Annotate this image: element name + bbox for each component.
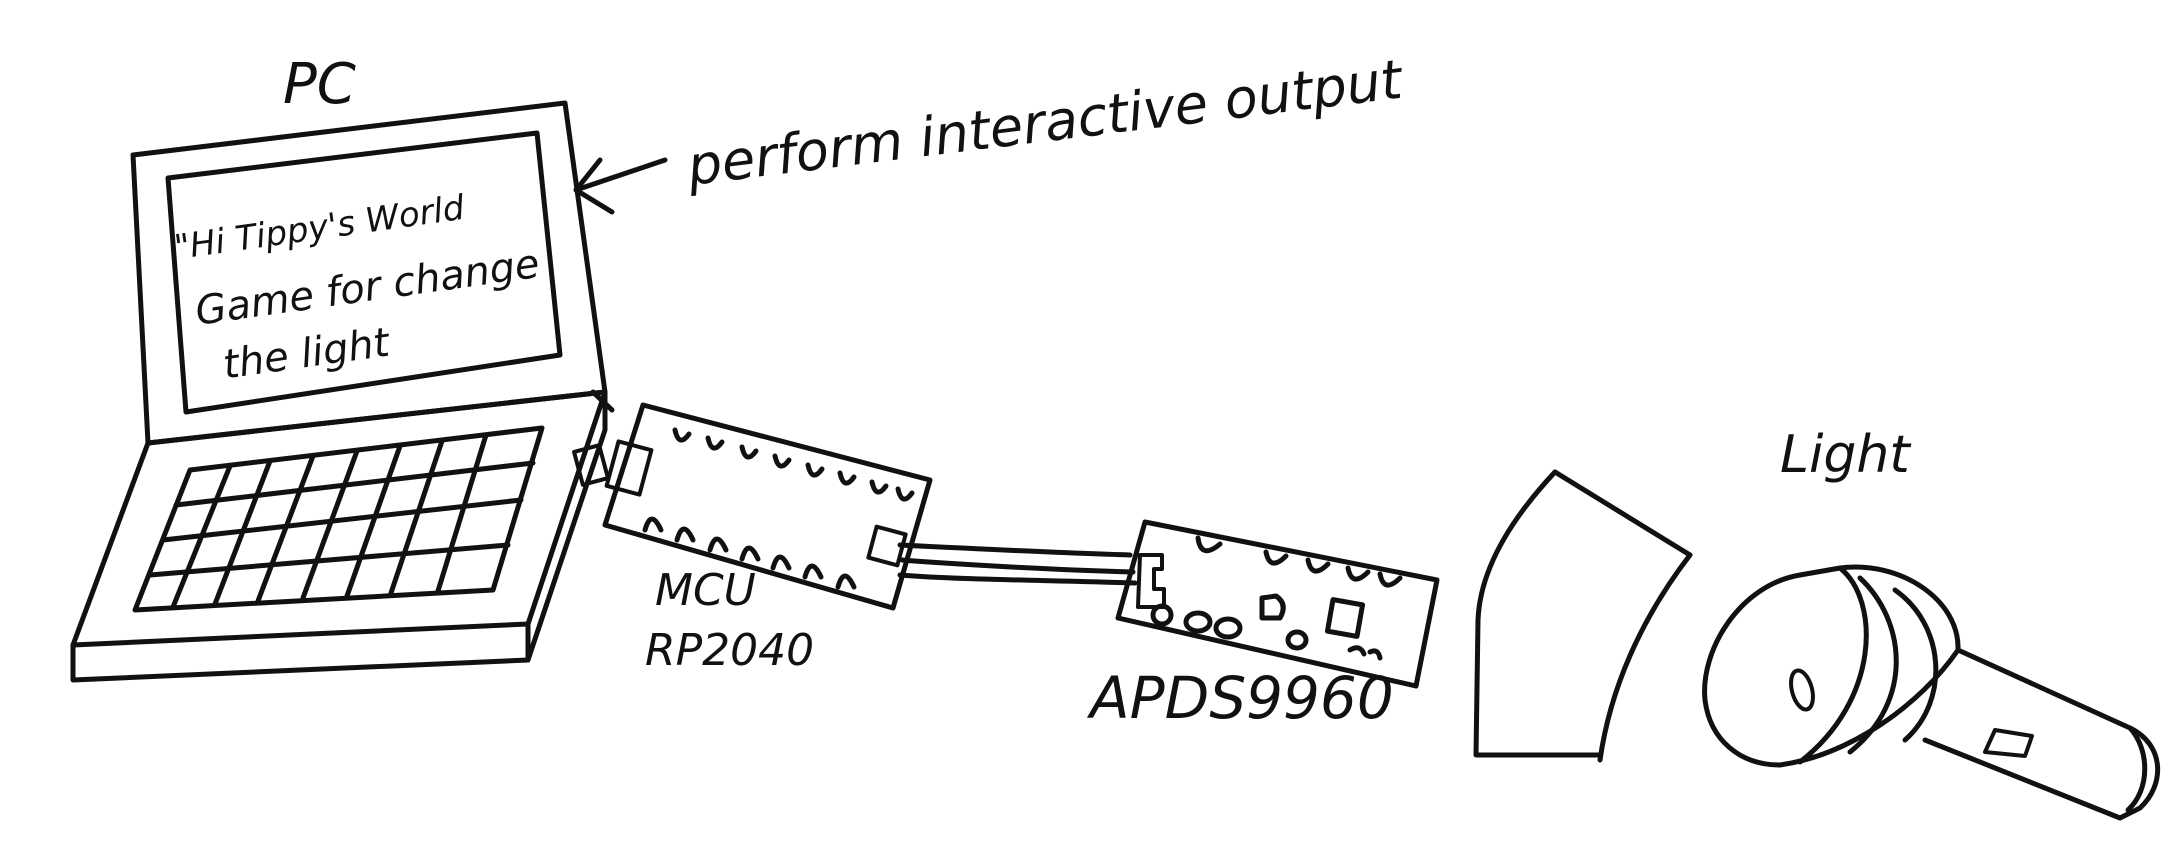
mcu-board-outline: [602, 402, 933, 611]
screen-text-line-3: the light: [220, 319, 393, 388]
mcu-label-line-2: RP2040: [645, 625, 814, 676]
flashlight: [1702, 564, 2161, 821]
screen-text: "Hi Tippy's World Game for change the li…: [172, 188, 542, 389]
flashlight-handle: [1922, 647, 2161, 821]
mcu-bottom-pins: [642, 516, 857, 590]
annotation-label: perform interactive output: [683, 48, 1407, 198]
sensor-top-pins: [1195, 535, 1403, 588]
flashlight-switch: [1983, 728, 2034, 758]
sensor-components: [1150, 593, 1383, 661]
laptop-hinge-edge: [590, 389, 615, 413]
flashlight-ring-1: [1797, 565, 1869, 765]
laptop-screen: [165, 130, 563, 415]
light-beam: [1473, 469, 1693, 763]
mcu-to-sensor-wires: [897, 542, 1138, 586]
sensor-label: APDS9960: [1086, 664, 1394, 732]
light-label: Light: [1780, 425, 1911, 485]
flashlight-ring-2: [1847, 575, 1899, 755]
mcu-right-connector: [866, 524, 908, 568]
mcu-label-line-1: MCU: [655, 565, 756, 616]
laptop-keyboard: [132, 425, 545, 613]
sensor-connector: [1136, 553, 1166, 609]
flashlight-handle-end: [2125, 725, 2148, 813]
laptop: [70, 100, 615, 683]
mcu-top-pins: [672, 427, 915, 502]
sensor-board: [1115, 519, 1440, 689]
sensor-board-outline: [1115, 519, 1440, 689]
pc-label: PC: [283, 52, 356, 117]
flashlight-ring-3: [1892, 587, 1939, 743]
laptop-base-edge: [70, 621, 531, 683]
annotation-arrow: [573, 157, 668, 215]
mcu-board: [602, 402, 933, 611]
flashlight-head: [1702, 564, 1961, 768]
mcu-usb-connector: [604, 439, 654, 497]
laptop-usb-port: [572, 443, 610, 487]
flashlight-lens: [1789, 668, 1815, 712]
